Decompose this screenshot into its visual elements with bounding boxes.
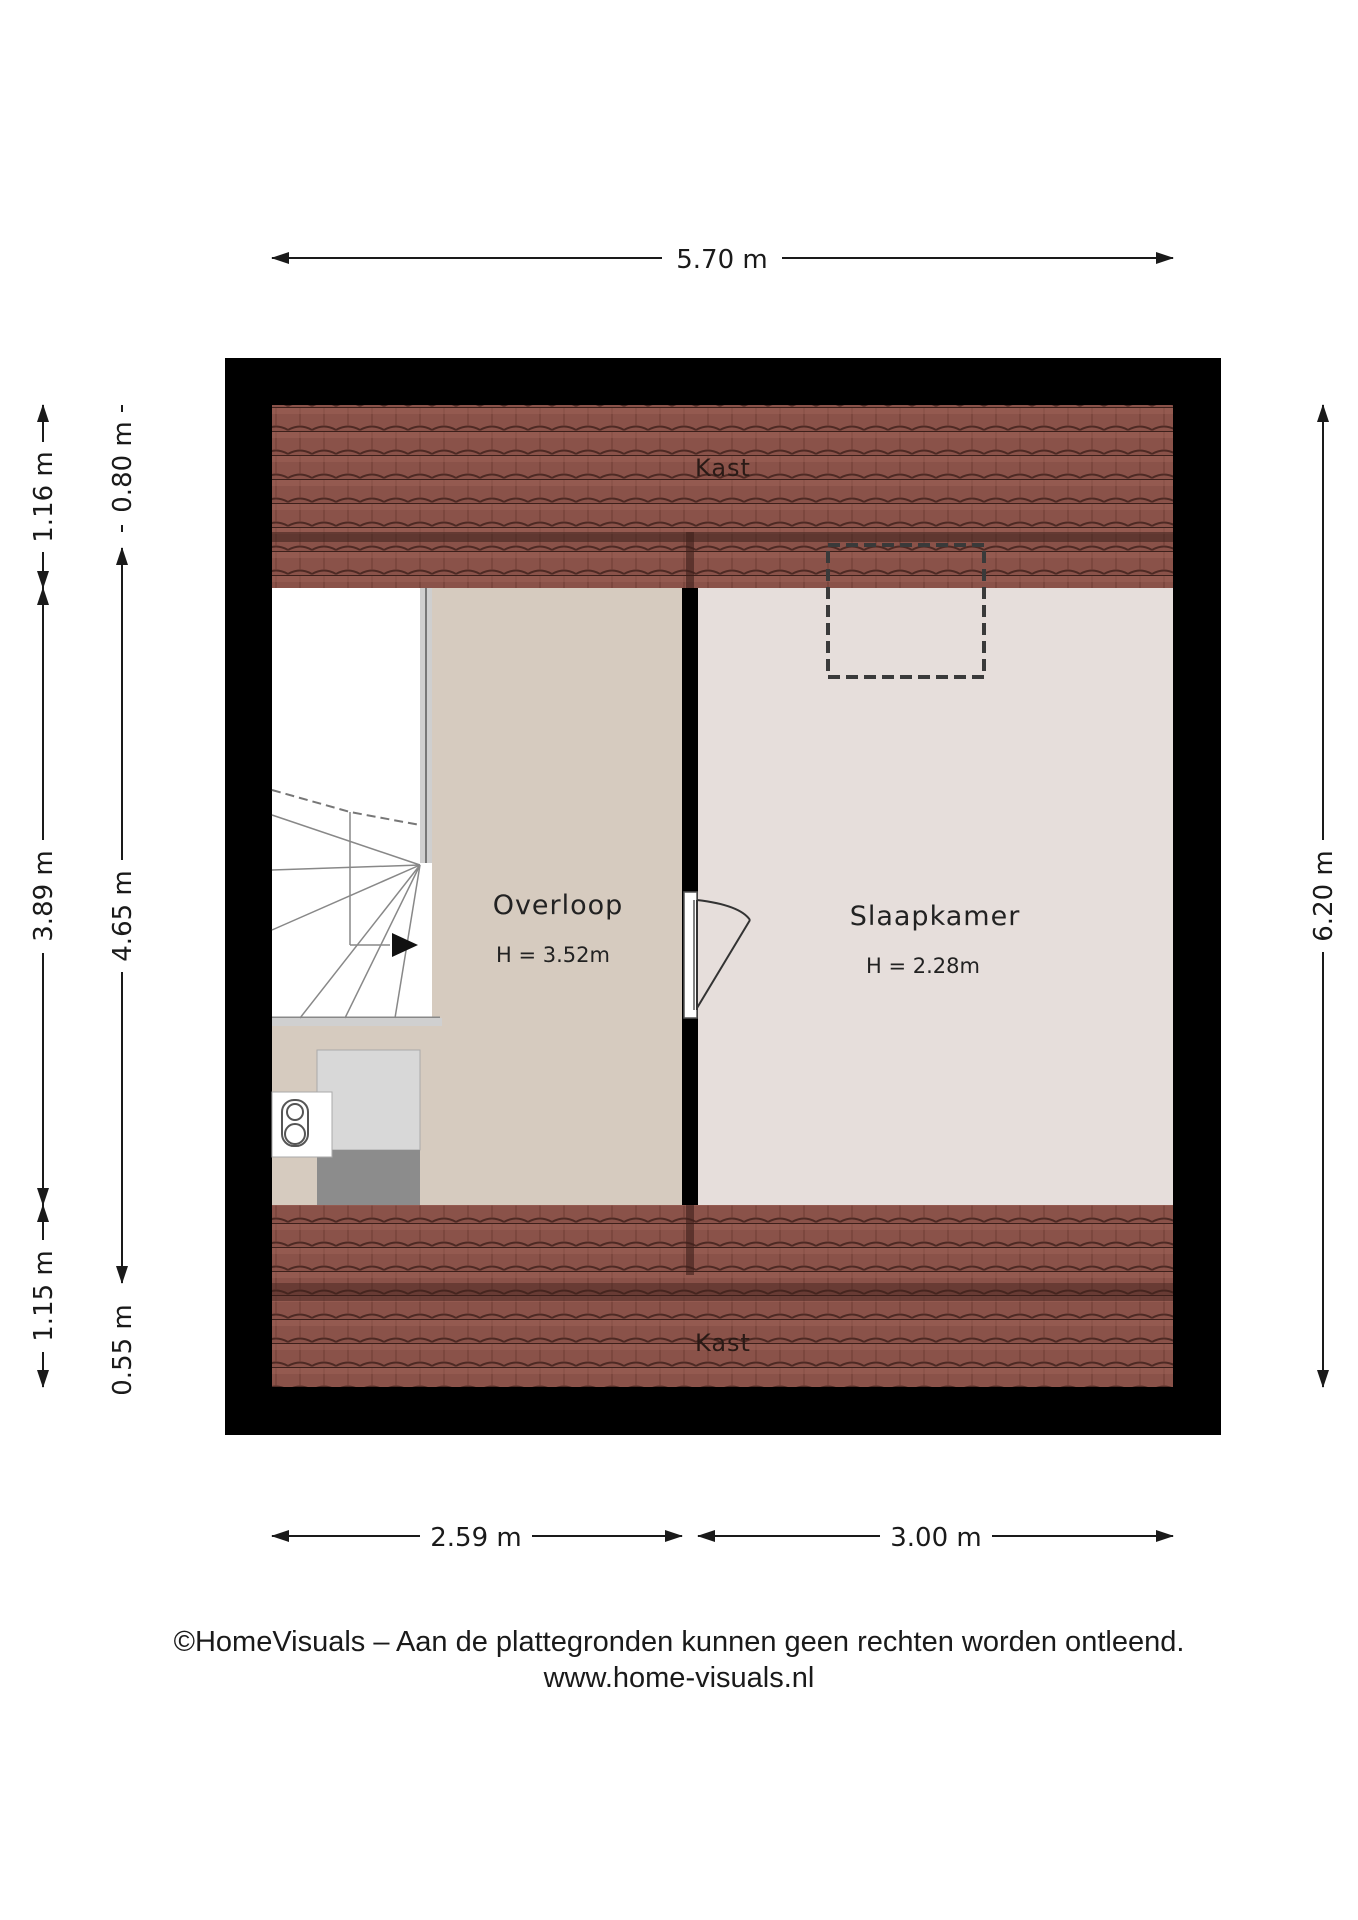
dim-left-inner-top: 0.80 m: [108, 421, 138, 512]
appliance-boiler: [271, 1026, 422, 1205]
roof-top-ridge: [272, 532, 1173, 542]
overloop-height: H = 3.52m: [496, 943, 610, 967]
kast-top-label: Kast: [695, 454, 751, 482]
stair-direction-arrow-icon: [392, 933, 418, 957]
copyright-text: ©HomeVisuals – Aan de plattegronden kunn…: [173, 1626, 1185, 1658]
door: [683, 891, 751, 1019]
dim-top-width: 5.70 m: [676, 245, 767, 275]
kast-bottom-label: Kast: [695, 1329, 751, 1357]
roof-top: [272, 405, 1173, 588]
roof-bottom-ridge: [272, 1283, 1173, 1301]
interior-wall-shadow-bottom: [686, 1205, 694, 1275]
dim-right-height: 6.20 m: [1309, 850, 1339, 941]
staircase: [271, 588, 442, 1026]
dim-left-inner-bottom: 0.55 m: [108, 1304, 138, 1395]
interior-wall-shadow-top: [686, 532, 694, 588]
skylight: [826, 543, 986, 679]
slaapkamer-height: H = 2.28m: [866, 954, 980, 978]
roof-bottom: [272, 1205, 1173, 1387]
overloop-label: Overloop: [493, 890, 624, 921]
dim-left-outer-bottom: 1.15 m: [29, 1250, 59, 1341]
dim-left-outer-top: 1.16 m: [29, 451, 59, 542]
dim-bottom-right: 3.00 m: [890, 1523, 981, 1553]
dim-left-outer-mid: 3.89 m: [29, 850, 59, 941]
dim-bottom-left: 2.59 m: [430, 1523, 521, 1553]
slaapkamer-label: Slaapkamer: [850, 901, 1021, 932]
dim-left-inner-mid: 4.65 m: [108, 870, 138, 961]
slaapkamer-floor: [698, 588, 1173, 1205]
website-link[interactable]: www.home-visuals.nl: [543, 1662, 815, 1694]
